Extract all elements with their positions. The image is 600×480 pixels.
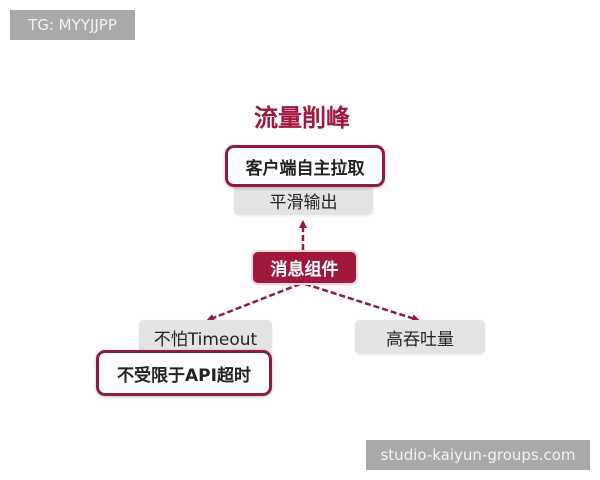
smooth-output-box: 平滑输出: [234, 182, 373, 215]
high-throughput-box: 高吞吐量: [355, 320, 485, 354]
diagram-title: 流量削峰: [254, 104, 350, 132]
watermark-top-left: TG: MYYJJPP: [10, 10, 135, 40]
watermark-bottom-right: studio-kaiyun-groups.com: [366, 440, 590, 470]
message-component-label: 消息组件: [270, 260, 339, 280]
api-timeout-box: 不受限于API超时: [96, 350, 272, 396]
high-throughput-label: 高吞吐量: [386, 329, 454, 350]
arrow-right: [304, 282, 420, 322]
no-timeout-label: 不怕Timeout: [153, 330, 258, 350]
client-pull-box: 客户端自主拉取: [225, 145, 385, 187]
no-timeout-box: 不怕Timeout: [139, 320, 272, 353]
smooth-output-label: 平滑输出: [269, 193, 338, 213]
api-timeout-label: 不受限于API超时: [117, 365, 251, 386]
message-component-node: 消息组件: [253, 252, 356, 283]
arrow-left: [206, 282, 301, 322]
client-pull-label: 客户端自主拉取: [245, 158, 365, 179]
